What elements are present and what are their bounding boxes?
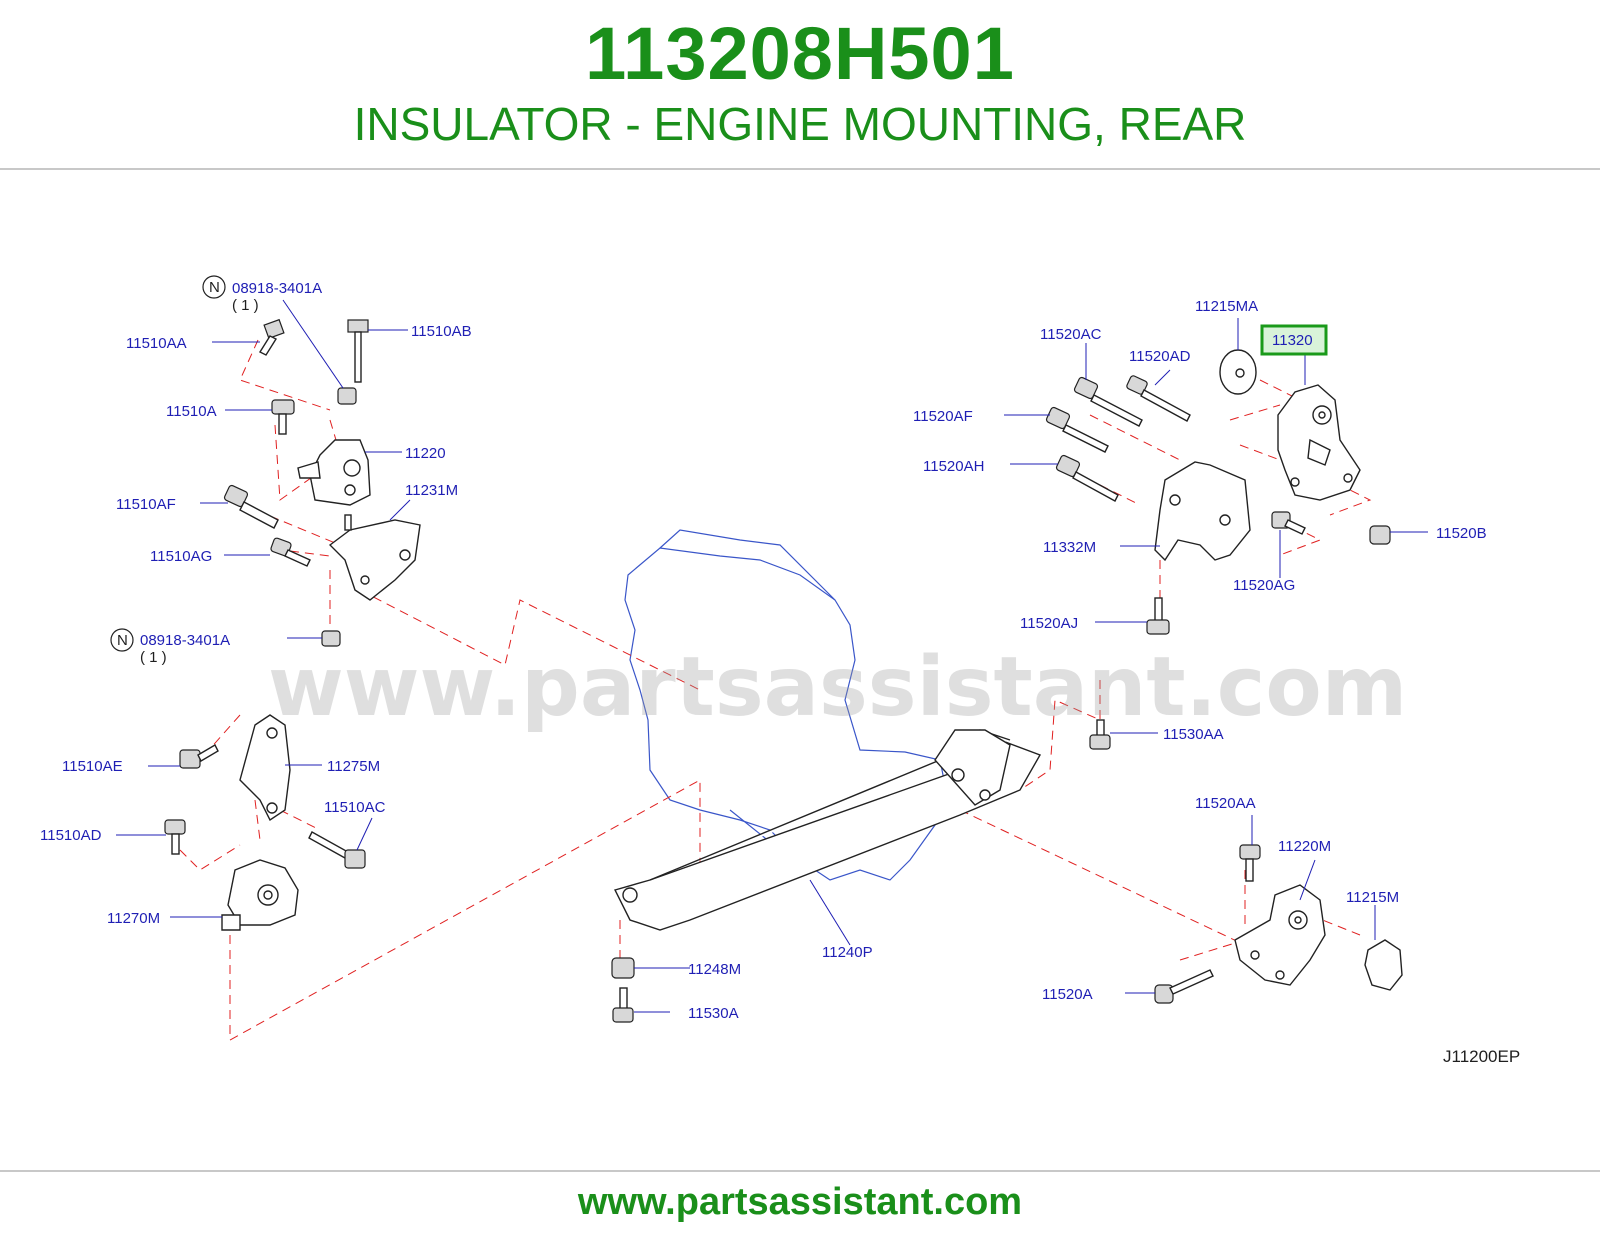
label-11520b[interactable]: 11520B: [1436, 525, 1487, 542]
label-11520af[interactable]: 11520AF: [913, 408, 973, 425]
label-11520aa[interactable]: 11520AA: [1195, 795, 1256, 812]
label-11275m[interactable]: 11275M: [327, 758, 380, 775]
diagram-code: J11200EP: [1443, 1047, 1520, 1066]
footer-url[interactable]: www.partsassistant.com: [577, 1181, 1023, 1223]
upper-left-parts: [223, 318, 421, 647]
label-11220m[interactable]: 11220M: [1278, 838, 1331, 855]
label-11530a[interactable]: 11530A: [688, 1005, 739, 1022]
label-qty-top: ( 1 ): [232, 297, 259, 314]
label-11320[interactable]: 11320: [1272, 332, 1313, 349]
label-11240p[interactable]: 11240P: [822, 944, 873, 961]
label-11510ag[interactable]: 11510AG: [150, 548, 212, 565]
label-11520ah[interactable]: 11520AH: [923, 458, 984, 475]
header-divider: [0, 168, 1600, 170]
label-11510ab[interactable]: 11510AB: [411, 323, 472, 340]
label-11215m[interactable]: 11215M: [1346, 889, 1399, 906]
label-11220[interactable]: 11220: [405, 445, 446, 462]
label-11520ag[interactable]: 11520AG: [1233, 577, 1295, 594]
lower-left-parts: [164, 714, 366, 931]
label-11332m[interactable]: 11332M: [1043, 539, 1096, 556]
label-08918-3401a-top[interactable]: 08918-3401A: [232, 280, 322, 297]
watermark: www.partsassistant.com: [268, 640, 1407, 735]
label-11510a[interactable]: 11510A: [166, 403, 217, 420]
leader-lines: [116, 299, 1428, 1013]
highlight-box-11320[interactable]: [1260, 324, 1328, 356]
n-symbol-2: N: [117, 632, 128, 649]
label-11510af[interactable]: 11510AF: [116, 496, 176, 513]
crossmember: [613, 729, 1042, 931]
part-description: INSULATOR - ENGINE MOUNTING, REAR: [353, 98, 1247, 150]
part-number-title: 113208H501: [585, 12, 1015, 95]
label-11270m[interactable]: 11270M: [107, 910, 160, 927]
n-symbol-circle-1: [202, 275, 226, 299]
label-11520a[interactable]: 11520A: [1042, 986, 1093, 1003]
label-qty-bottom: ( 1 ): [140, 649, 167, 666]
label-11248m[interactable]: 11248M: [688, 961, 741, 978]
label-11510ac[interactable]: 11510AC: [324, 799, 386, 816]
label-11510aa[interactable]: 11510AA: [126, 335, 187, 352]
upper-right-parts: [1045, 349, 1391, 635]
label-11520ad[interactable]: 11520AD: [1129, 348, 1191, 365]
label-11215ma[interactable]: 11215MA: [1195, 298, 1258, 315]
label-11520ac[interactable]: 11520AC: [1040, 326, 1102, 343]
label-11510ad[interactable]: 11510AD: [40, 827, 102, 844]
label-08918-3401a-bottom[interactable]: 08918-3401A: [140, 632, 230, 649]
part-labels: 08918-3401A ( 1 ) 11510AA 11510AB 11510A…: [40, 280, 1487, 1022]
n-symbol-circle-2: [110, 628, 134, 652]
footer-divider: [0, 1170, 1600, 1172]
label-11530aa[interactable]: 11530AA: [1163, 726, 1224, 743]
label-11231m[interactable]: 11231M: [405, 482, 458, 499]
label-11520aj[interactable]: 11520AJ: [1020, 615, 1078, 632]
n-symbol-1: N: [209, 279, 220, 296]
label-11510ae[interactable]: 11510AE: [62, 758, 123, 775]
lower-right-parts: [611, 719, 1403, 1023]
